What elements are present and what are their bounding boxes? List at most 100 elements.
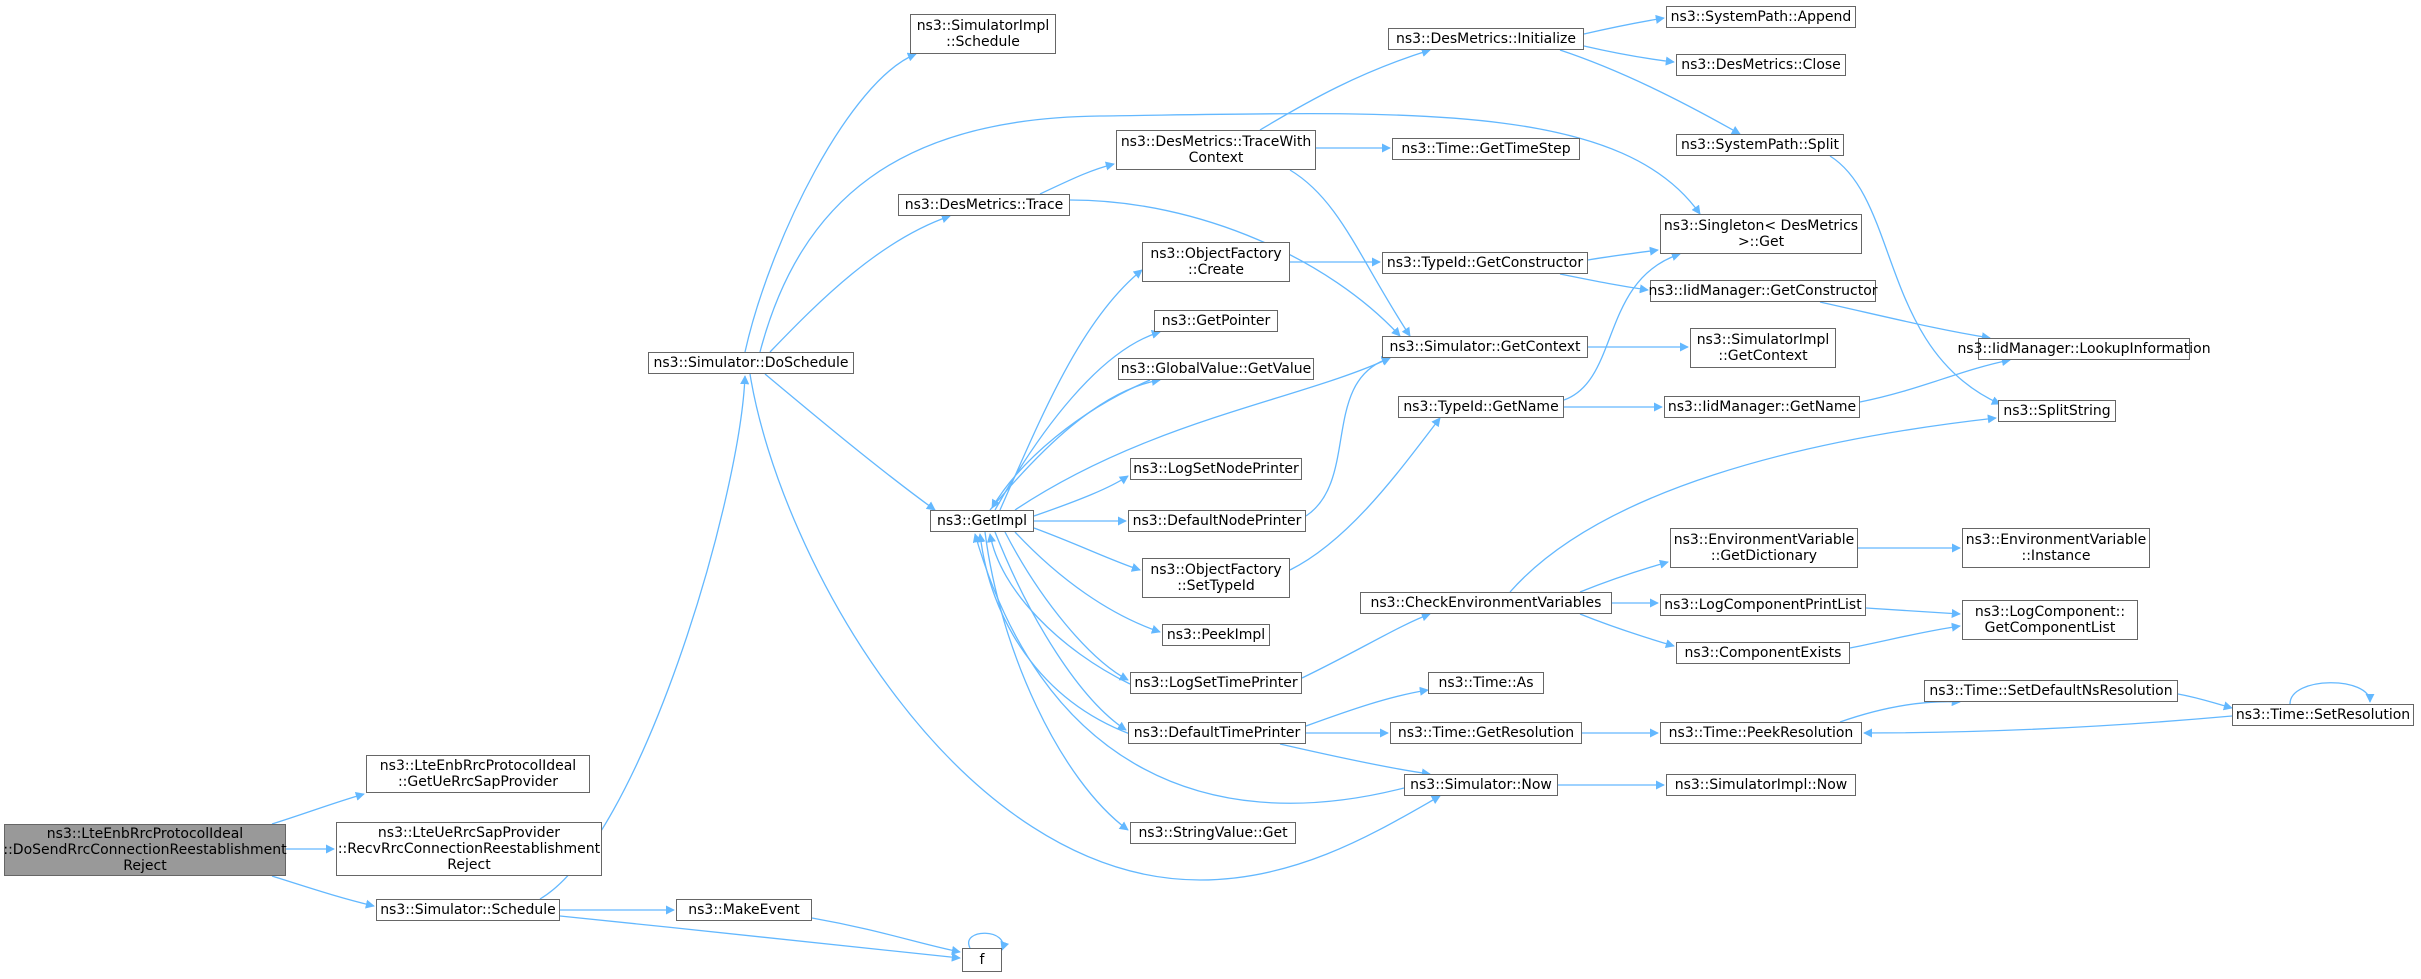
node-setdefns[interactable]: ns3::Time::SetDefaultNsResolution bbox=[1924, 680, 2178, 702]
edge-getimpl-settypeid bbox=[1033, 527, 1141, 572]
node-peekimpl[interactable]: ns3::PeekImpl bbox=[1162, 624, 1270, 646]
node-singleton[interactable]: ns3::Singleton< DesMetrics >::Get bbox=[1660, 214, 1862, 254]
node-iidname[interactable]: ns3::IidManager::GetName bbox=[1664, 396, 1860, 418]
node-splitstring[interactable]: ns3::SplitString bbox=[1998, 400, 2116, 422]
node-split[interactable]: ns3::SystemPath::Split bbox=[1676, 134, 1844, 156]
node-logprint[interactable]: ns3::LogComponentPrintList bbox=[1660, 594, 1866, 616]
node-text: ns3::GetPointer bbox=[1161, 313, 1271, 329]
node-compexists[interactable]: ns3::ComponentExists bbox=[1676, 642, 1850, 664]
node-setres[interactable]: ns3::Time::SetResolution bbox=[2232, 704, 2414, 726]
node-lognode[interactable]: ns3::LogSetNodePrinter bbox=[1130, 458, 1302, 480]
node-text: ns3::ObjectFactory bbox=[1150, 246, 1282, 262]
node-trace[interactable]: ns3::DesMetrics::Trace bbox=[898, 194, 1070, 216]
node-text: ns3::Simulator::DoSchedule bbox=[653, 355, 849, 371]
edge-tracewith-init bbox=[1259, 48, 1431, 131]
edge-simnow-getimpl bbox=[972, 533, 1405, 804]
node-text: ns3::LogComponent:: bbox=[1974, 604, 2126, 620]
edge-dosched-trace bbox=[769, 214, 951, 353]
edge-init-append bbox=[1583, 14, 1665, 35]
node-close[interactable]: ns3::DesMetrics::Close bbox=[1676, 54, 1846, 76]
node-text: ns3::LogSetNodePrinter bbox=[1133, 461, 1299, 477]
edge-getimpl-simctx bbox=[1014, 357, 1391, 511]
node-append[interactable]: ns3::SystemPath::Append bbox=[1666, 6, 1856, 28]
edge-trace-simctx bbox=[1069, 199, 1401, 337]
node-getue[interactable]: ns3::LteEnbRrcProtocolIdeal ::GetUeRrcSa… bbox=[366, 755, 590, 793]
node-objcreate[interactable]: ns3::ObjectFactory ::Create bbox=[1142, 242, 1290, 282]
node-strget[interactable]: ns3::StringValue::Get bbox=[1130, 822, 1296, 844]
node-text: ns3::StringValue::Get bbox=[1138, 825, 1288, 841]
edge-typename-singleton bbox=[1563, 252, 1681, 401]
node-checkenv[interactable]: ns3::CheckEnvironmentVariables bbox=[1360, 592, 1612, 614]
node-timeas[interactable]: ns3::Time::As bbox=[1428, 672, 1544, 694]
node-implsched[interactable]: ns3::SimulatorImpl ::Schedule bbox=[910, 14, 1056, 54]
edge-checkenv-splitstring bbox=[1509, 414, 1997, 593]
edge-sched-f bbox=[559, 915, 961, 962]
edge-sched-dosched bbox=[539, 375, 750, 900]
node-text: ns3::Time::SetResolution bbox=[2235, 707, 2411, 723]
edge-getimpl-getpointer bbox=[994, 330, 1161, 511]
node-text: ns3::Singleton< DesMetrics bbox=[1663, 218, 1859, 234]
edge-getimpl-peekimpl bbox=[1014, 531, 1161, 634]
node-envdict[interactable]: ns3::EnvironmentVariable ::GetDictionary bbox=[1670, 528, 1858, 568]
node-implctx[interactable]: ns3::SimulatorImpl ::GetContext bbox=[1690, 328, 1836, 368]
node-text: ns3::PeekImpl bbox=[1166, 627, 1266, 643]
node-root[interactable]: ns3::LteEnbRrcProtocolIdeal ::DoSendRrcC… bbox=[3, 824, 287, 876]
node-text: ns3::SystemPath::Append bbox=[1670, 9, 1852, 25]
node-text: ns3::GetImpl bbox=[936, 513, 1027, 529]
node-peekres[interactable]: ns3::Time::PeekResolution bbox=[1660, 722, 1862, 744]
node-iidctor[interactable]: ns3::IidManager::GetConstructor bbox=[1648, 280, 1878, 302]
node-simctx[interactable]: ns3::Simulator::GetContext bbox=[1382, 336, 1588, 358]
node-text: ::GetDictionary bbox=[1710, 548, 1818, 564]
node-settypeid[interactable]: ns3::ObjectFactory ::SetTypeId bbox=[1142, 558, 1290, 598]
edge-init-close bbox=[1583, 45, 1675, 66]
node-envinst[interactable]: ns3::EnvironmentVariable ::Instance bbox=[1962, 528, 2150, 568]
node-text: ns3::Time::As bbox=[1438, 675, 1534, 691]
node-text: ns3::SimulatorImpl bbox=[1696, 332, 1830, 348]
edge-tracewith-simctx bbox=[1289, 169, 1411, 337]
edge-dosched-singleton bbox=[759, 112, 1701, 353]
edge-getimpl-globalget bbox=[989, 376, 1161, 511]
edge-root-getue bbox=[271, 791, 365, 825]
node-text: ns3::TypeId::GetConstructor bbox=[1386, 255, 1584, 271]
node-deftime[interactable]: ns3::DefaultTimePrinter bbox=[1128, 722, 1306, 744]
node-lookup[interactable]: ns3::IidManager::LookupInformation bbox=[1957, 338, 2211, 360]
node-text: f bbox=[979, 952, 985, 968]
edge-setres-self bbox=[2289, 682, 2375, 705]
node-defnode[interactable]: ns3::DefaultNodePrinter bbox=[1128, 510, 1306, 532]
node-f[interactable]: f bbox=[962, 948, 1002, 972]
node-text: ns3::Time::GetTimeStep bbox=[1401, 141, 1571, 157]
edge-split-splitstring bbox=[1829, 155, 2001, 405]
node-text: ns3::SystemPath::Split bbox=[1681, 137, 1839, 153]
edge-logprint-getcomp bbox=[1865, 607, 1961, 618]
node-logtime[interactable]: ns3::LogSetTimePrinter bbox=[1130, 672, 1302, 694]
node-dosched[interactable]: ns3::Simulator::DoSchedule bbox=[648, 352, 854, 374]
node-text: ns3::ComponentExists bbox=[1684, 645, 1842, 661]
node-text: ns3::EnvironmentVariable bbox=[1965, 532, 2147, 548]
edge-logtime-checkenv bbox=[1301, 612, 1431, 679]
node-getcomp[interactable]: ns3::LogComponent:: GetComponentList bbox=[1962, 600, 2138, 640]
node-makeevent[interactable]: ns3::MakeEvent bbox=[676, 899, 812, 921]
node-text: ns3::SimulatorImpl::Now bbox=[1674, 777, 1848, 793]
node-recv[interactable]: ns3::LteUeRrcSapProvider ::RecvRrcConnec… bbox=[336, 822, 602, 876]
node-getpointer[interactable]: ns3::GetPointer bbox=[1154, 310, 1278, 332]
edge-f-self bbox=[968, 932, 1010, 951]
node-text: ns3::DefaultNodePrinter bbox=[1132, 513, 1302, 529]
node-implnow[interactable]: ns3::SimulatorImpl::Now bbox=[1666, 774, 1856, 796]
node-simnow[interactable]: ns3::Simulator::Now bbox=[1404, 774, 1558, 796]
edge-getimpl-strget bbox=[984, 531, 1129, 831]
node-getimpl[interactable]: ns3::GetImpl bbox=[930, 510, 1034, 532]
node-tracewith[interactable]: ns3::DesMetrics::TraceWith Context bbox=[1116, 130, 1316, 170]
edge-getimpl-deftime bbox=[994, 531, 1127, 731]
node-getctor[interactable]: ns3::TypeId::GetConstructor bbox=[1382, 252, 1588, 274]
edge-makeevent-f bbox=[811, 917, 961, 955]
node-sched[interactable]: ns3::Simulator::Schedule bbox=[376, 899, 560, 921]
node-text: ::RecvRrcConnectionReestablishment bbox=[337, 841, 601, 857]
edge-dosched-implsched bbox=[744, 52, 917, 353]
node-timestep[interactable]: ns3::Time::GetTimeStep bbox=[1392, 138, 1580, 160]
node-getres[interactable]: ns3::Time::GetResolution bbox=[1390, 722, 1582, 744]
node-typename[interactable]: ns3::TypeId::GetName bbox=[1398, 396, 1564, 418]
node-text: ns3::DesMetrics::Trace bbox=[904, 197, 1064, 213]
node-globalget[interactable]: ns3::GlobalValue::GetValue bbox=[1118, 358, 1314, 380]
node-init[interactable]: ns3::DesMetrics::Initialize bbox=[1388, 28, 1584, 50]
